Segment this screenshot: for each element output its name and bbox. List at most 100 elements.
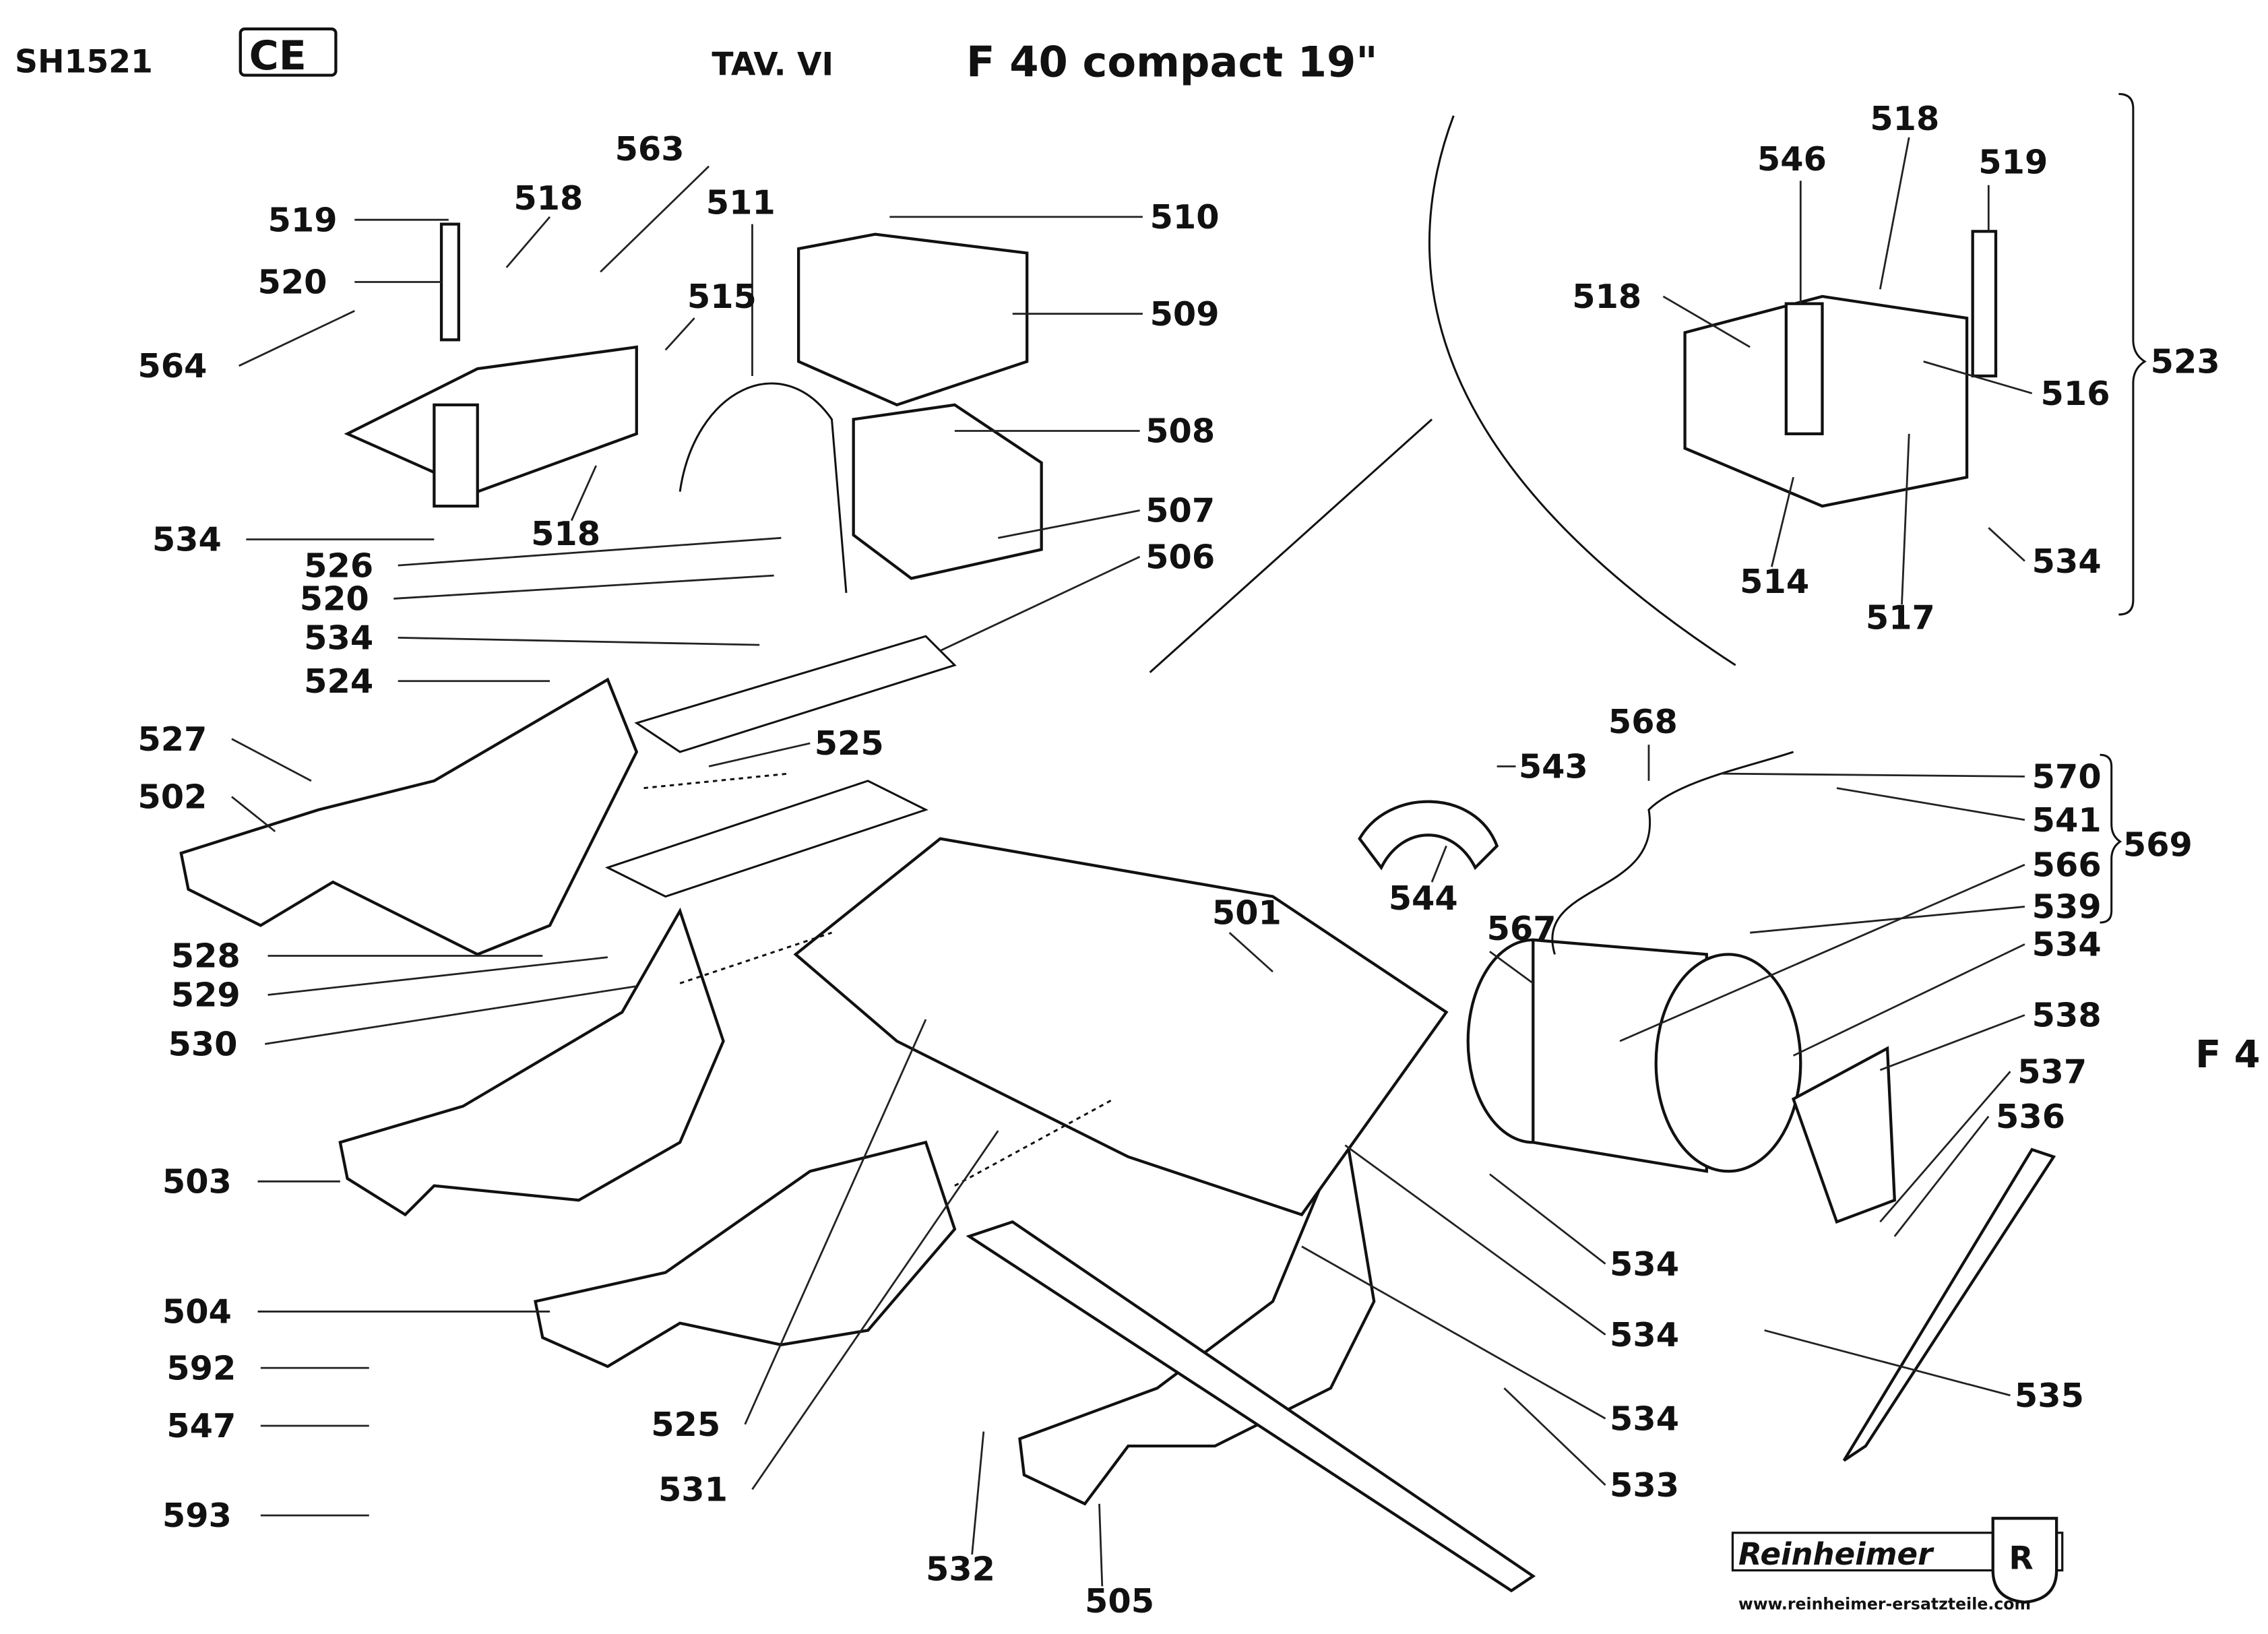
part-label-518: 518 <box>531 514 600 553</box>
part-label-509: 509 <box>1150 294 1220 334</box>
ce-mark-frame <box>239 27 338 77</box>
part-label-519: 519 <box>1978 143 2048 182</box>
leader-line-518 <box>570 465 597 522</box>
leader-line-526 <box>398 536 782 567</box>
part-label-506: 506 <box>1145 537 1215 576</box>
part-label-525: 525 <box>651 1405 720 1444</box>
part-label-570: 570 <box>2032 757 2102 796</box>
leader-line-534 <box>1344 1144 1606 1336</box>
part-label-520: 520 <box>258 263 327 302</box>
leader-line-534 <box>1792 943 2025 1057</box>
bracket-523 <box>2118 92 2147 616</box>
rod-535 <box>1842 1148 2056 1462</box>
bracket-508 <box>852 403 1043 580</box>
part-label-563: 563 <box>615 129 685 168</box>
base-plate-501 <box>793 837 1449 1217</box>
table-number: TAV. VI <box>712 46 833 84</box>
part-label-547: 547 <box>166 1406 236 1445</box>
part-label-537: 537 <box>2017 1052 2087 1091</box>
part-label-534: 534 <box>152 520 222 559</box>
leader-line-567 <box>1489 950 1534 984</box>
model-title: F 40 compact 19" <box>966 38 1378 87</box>
part-label-519: 519 <box>268 200 338 239</box>
part-label-508: 508 <box>1145 412 1215 451</box>
part-label-569: 569 <box>2123 825 2193 864</box>
link-bar-506 <box>604 780 928 898</box>
shaft-532 <box>966 1220 1536 1593</box>
bolt-519 <box>439 222 460 342</box>
part-label-517: 517 <box>1866 598 1935 637</box>
leader-line-531 <box>751 1130 999 1490</box>
leader-line-515 <box>664 317 695 351</box>
part-label-518: 518 <box>1572 277 1641 316</box>
cover-509 <box>796 232 1029 407</box>
part-label-534: 534 <box>1610 1315 1679 1354</box>
part-label-533: 533 <box>1610 1466 1679 1505</box>
leader-line-530 <box>265 985 637 1045</box>
part-label-520: 520 <box>300 579 369 619</box>
leader-line-518 <box>1879 137 1910 290</box>
part-label-503: 503 <box>162 1162 232 1201</box>
part-label-544: 544 <box>1389 879 1458 918</box>
leader-line-506 <box>939 555 1141 652</box>
leader-line-538 <box>1879 1014 2025 1071</box>
reinheimer-logo: Reinheimer R www.reinheimer-ersatzteile.… <box>1731 1517 2064 1614</box>
part-label-538: 538 <box>2032 996 2102 1035</box>
side-mark: F 4 <box>2195 1033 2260 1077</box>
part-label-518: 518 <box>513 179 583 218</box>
detail-valve-block <box>1683 294 1969 508</box>
part-label-526: 526 <box>304 546 373 585</box>
part-label-529: 529 <box>171 976 241 1015</box>
logo-frame <box>1731 1532 2064 1572</box>
cable-570 <box>1551 751 1794 955</box>
clamp-544 <box>1358 800 1499 871</box>
part-label-566: 566 <box>2032 845 2102 884</box>
header: SH1521 CE TAV. VI F 40 compact 19" <box>15 27 1378 87</box>
part-label-564: 564 <box>137 346 207 385</box>
leader-line-541 <box>1836 787 2025 821</box>
part-label-514: 514 <box>1740 562 1809 601</box>
part-label-516: 516 <box>2041 374 2110 413</box>
spring-525b <box>954 1098 1114 1187</box>
part-label-523: 523 <box>2151 342 2220 381</box>
part-label-528: 528 <box>171 937 241 976</box>
leader-line-534 <box>1301 1245 1606 1420</box>
part-label-511: 511 <box>706 183 776 222</box>
wire-511 <box>679 382 848 593</box>
part-label-527: 527 <box>137 720 207 759</box>
detail-callout-arc <box>1428 115 1736 666</box>
part-label-504: 504 <box>162 1292 232 1331</box>
leader-line-527 <box>231 738 312 782</box>
leader-line-534 <box>1988 527 2025 562</box>
part-label-534: 534 <box>1610 1399 1679 1438</box>
leader-line-539 <box>1750 906 2025 934</box>
leader-line-520 <box>393 574 774 600</box>
leader-line-517 <box>1901 433 1910 605</box>
leader-line-502 <box>231 796 276 833</box>
part-label-541: 541 <box>2032 800 2102 840</box>
leader-line-533 <box>1503 1387 1606 1486</box>
part-label-567: 567 <box>1487 909 1556 948</box>
logo-emblem <box>1991 1517 2058 1604</box>
part-label-536: 536 <box>1996 1097 2065 1136</box>
part-label-502: 502 <box>137 778 207 817</box>
leader-line-532 <box>971 1431 985 1555</box>
leader-line-544 <box>1430 845 1447 883</box>
part-label-532: 532 <box>926 1550 995 1589</box>
leader-line-537 <box>1879 1071 2011 1223</box>
part-label-515: 515 <box>687 277 757 316</box>
leader-line-563 <box>600 165 710 273</box>
leader-line-507 <box>998 509 1140 539</box>
part-label-543: 543 <box>1519 747 1588 786</box>
part-label-535: 535 <box>2015 1376 2084 1415</box>
leader-line-514 <box>1771 476 1794 567</box>
part-label-534: 534 <box>1610 1245 1679 1284</box>
part-label-507: 507 <box>1145 491 1215 530</box>
spring-530 <box>679 931 832 984</box>
detail-bolt-519 <box>1971 230 1998 378</box>
leader-line-534 <box>398 636 760 646</box>
leader-line-525 <box>744 1019 927 1425</box>
